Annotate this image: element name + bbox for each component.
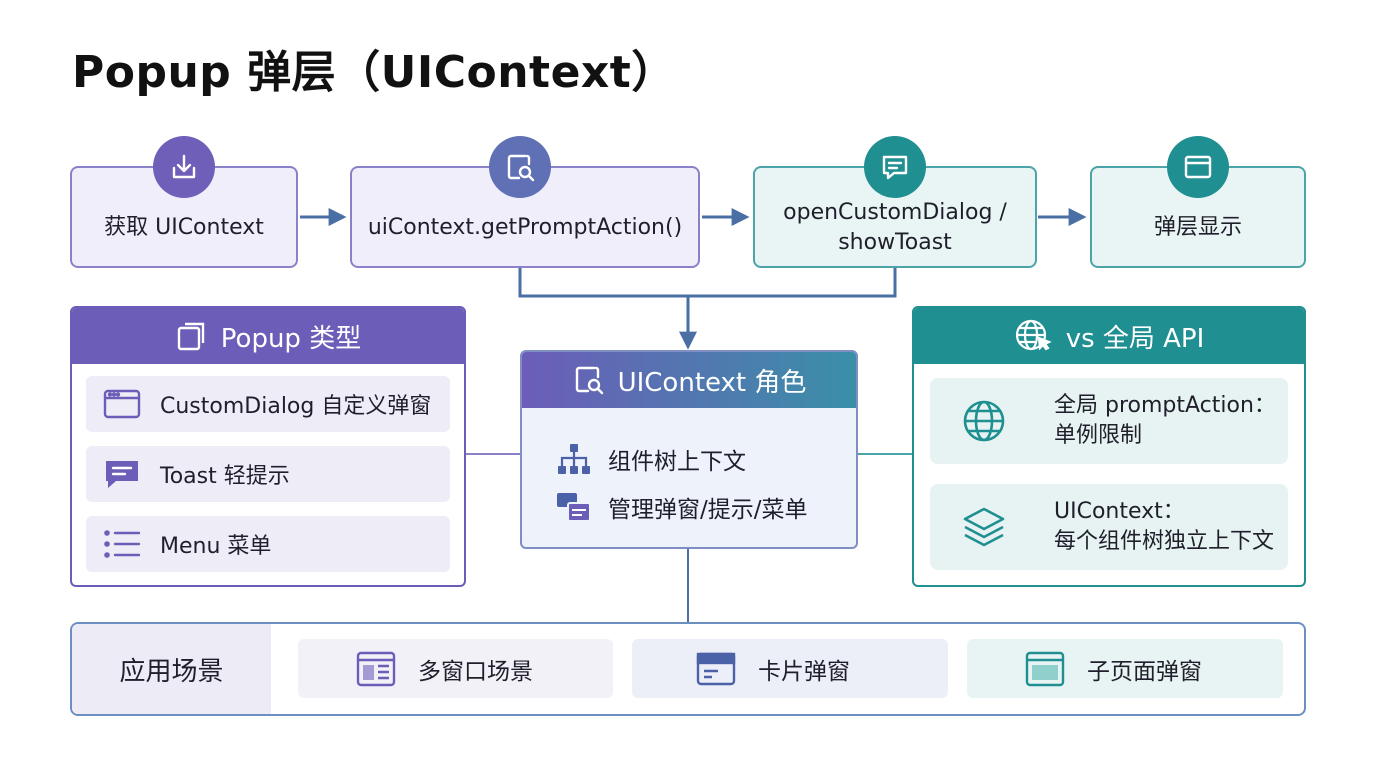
uicontext-role-title: UIContext 角色 (617, 367, 807, 398)
vs-global-api-title: vs 全局 API (1065, 323, 1205, 354)
role-manage-popups-label: 管理弹窗/提示/菜单 (608, 497, 808, 523)
step-show-popup-label: 弹层显示 (1153, 215, 1242, 240)
tree-icon (556, 443, 592, 475)
scenario-card-popup: 卡片弹窗 (632, 639, 948, 698)
globe-cursor-icon (1015, 319, 1052, 351)
search-window-icon (575, 366, 603, 395)
role-component-tree: 组件树上下文 (556, 442, 746, 476)
subpage-icon (1025, 651, 1065, 687)
scenarios-label: 应用场景 (119, 656, 224, 687)
step-open-dialog-line2: showToast (838, 230, 952, 255)
vs-global-api-header: vs 全局 API (914, 308, 1304, 364)
global-promptaction-line2: 单例限制 (1054, 423, 1143, 448)
scenario-card-popup-label: 卡片弹窗 (758, 658, 850, 685)
stacked-windows-icon (556, 491, 592, 523)
scenario-subpage-popup: 子页面弹窗 (967, 639, 1283, 698)
global-promptaction-item: 全局 promptAction： 单例限制 (930, 378, 1288, 464)
dialog-window-icon (102, 387, 142, 421)
vs-global-api-panel: vs 全局 API 全局 promptAction： 单例限制 UIContex… (912, 306, 1306, 587)
scenario-subpage-popup-label: 子页面弹窗 (1087, 658, 1202, 685)
uicontext-independent-item: UIContext： 每个组件树独立上下文 (930, 484, 1288, 570)
step-show-popup: 弹层显示 (1090, 166, 1306, 268)
uicontext-independent-line1: UIContext： (1054, 499, 1185, 524)
card-icon (696, 651, 736, 687)
multi-window-icon (356, 651, 396, 687)
list-icon (102, 527, 142, 561)
popup-type-menu: Menu 菜单 (86, 516, 450, 572)
search-window-icon (489, 136, 551, 198)
uicontext-role-header: UIContext 角色 (522, 352, 856, 408)
role-component-tree-label: 组件树上下文 (608, 449, 746, 475)
uicontext-role-panel: UIContext 角色 组件树上下文 管理弹窗/提示/菜单 (520, 350, 858, 549)
popup-type-customdialog: CustomDialog 自定义弹窗 (86, 376, 450, 432)
popup-types-title: Popup 类型 (220, 323, 362, 354)
scenarios-label-cell: 应用场景 (72, 624, 271, 714)
copy-icon (177, 322, 204, 351)
globe-icon (958, 395, 1010, 447)
role-manage-popups: 管理弹窗/提示/菜单 (556, 490, 808, 524)
step-get-prompt-action-label: uiContext.getPromptAction() (367, 215, 683, 240)
popup-type-toast: Toast 轻提示 (86, 446, 450, 502)
toast-bubble-icon (102, 457, 142, 491)
global-promptaction-line1: 全局 promptAction： (1054, 393, 1276, 418)
popup-type-menu-label: Menu 菜单 (160, 534, 272, 559)
popup-types-header: Popup 类型 (72, 308, 464, 364)
popup-types-panel: Popup 类型 CustomDialog 自定义弹窗 Toast 轻提示 Me… (70, 306, 466, 587)
uicontext-independent-line2: 每个组件树独立上下文 (1054, 529, 1275, 554)
download-icon (153, 136, 215, 198)
scenario-multi-window: 多窗口场景 (298, 639, 613, 698)
chat-icon (864, 136, 926, 198)
page-title: Popup 弹层（UIContext） (72, 47, 676, 98)
step-open-dialog-line1: openCustomDialog / (783, 200, 1007, 225)
step-get-uicontext-label: 获取 UIContext (104, 215, 264, 240)
window-icon (1167, 136, 1229, 198)
merge-line (518, 268, 897, 298)
scenario-multi-window-label: 多窗口场景 (418, 658, 533, 685)
popup-type-customdialog-label: CustomDialog 自定义弹窗 (160, 394, 432, 419)
layers-icon (958, 501, 1010, 553)
popup-type-toast-label: Toast 轻提示 (160, 464, 290, 489)
